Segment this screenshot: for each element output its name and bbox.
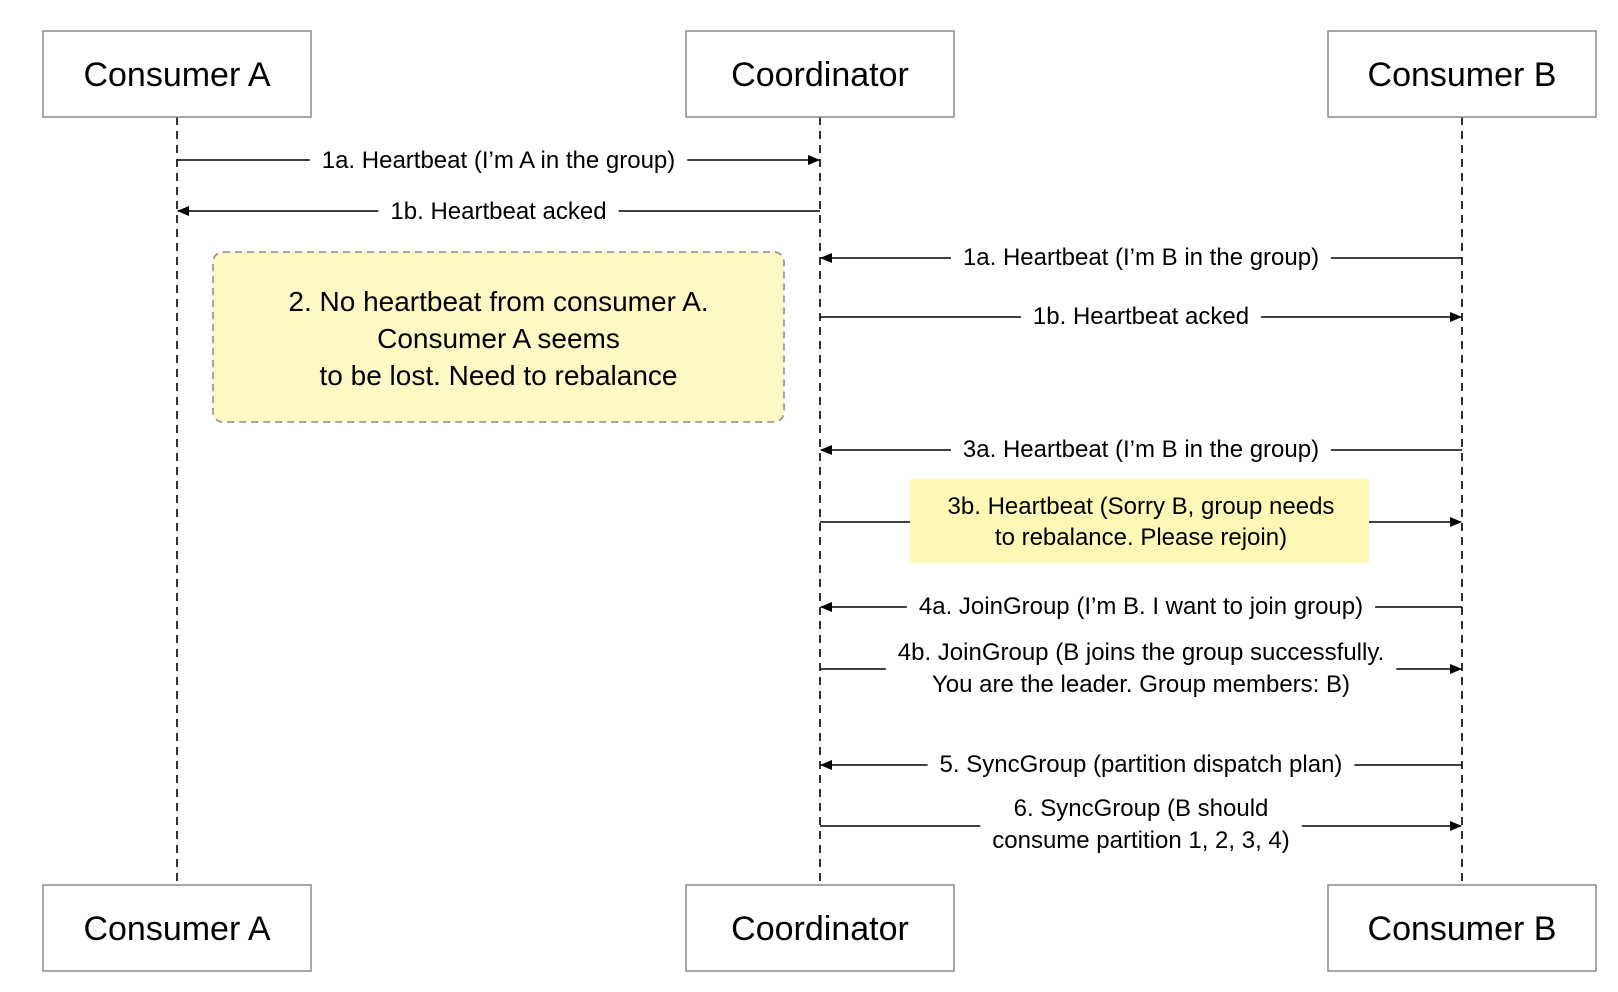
participant-bottom-a: Consumer A <box>42 884 312 972</box>
message-m9: 5. SyncGroup (partition dispatch plan) <box>820 746 1462 780</box>
message-label: 1a. Heartbeat (I’m A in the group) <box>322 147 676 174</box>
participant-top-b: Consumer B <box>1327 30 1597 118</box>
message-m4: 1b. Heartbeat acked <box>820 298 1462 332</box>
message-label: consume partition 1, 2, 3, 4) <box>992 827 1290 854</box>
message-label: 3b. Heartbeat (Sorry B, group needs <box>948 493 1335 520</box>
message-m5: 3a. Heartbeat (I’m B in the group) <box>820 431 1462 465</box>
participant-box <box>685 884 955 972</box>
message-label: 6. SyncGroup (B should <box>1014 795 1269 822</box>
participant-label: Consumer B <box>1368 910 1557 948</box>
message-m2: 1b. Heartbeat acked <box>177 193 820 227</box>
message-m1: 1a. Heartbeat (I’m A in the group) <box>177 142 820 176</box>
message-label-bg <box>980 790 1302 856</box>
lifelines <box>176 117 1463 885</box>
rebalance-note: 2. No heartbeat from consumer A. Consumer… <box>212 251 785 423</box>
participant-label: Consumer A <box>83 56 270 94</box>
note-layer: 2. No heartbeat from consumer A. Consumer… <box>212 251 785 423</box>
message-label-bg <box>378 193 619 227</box>
participant-box <box>42 30 312 118</box>
message-label: You are the leader. Group members: B) <box>932 671 1350 698</box>
message-label: 4a. JoinGroup (I’m B. I want to join gro… <box>919 593 1363 620</box>
message-label-bg <box>927 746 1355 780</box>
message-label-bg <box>950 431 1332 465</box>
message-label-bg <box>1020 298 1262 332</box>
messages: 1a. Heartbeat (I’m A in the group) 1b. He… <box>177 142 1462 856</box>
message-label: 3a. Heartbeat (I’m B in the group) <box>963 436 1319 463</box>
message-label: 4b. JoinGroup (B joins the group success… <box>898 639 1384 666</box>
message-m7: 4a. JoinGroup (I’m B. I want to join gro… <box>820 588 1462 622</box>
participant-top-a: Consumer A <box>42 30 312 118</box>
participant-bottom-c: Coordinator <box>685 884 955 972</box>
participant-bottom-b: Consumer B <box>1327 884 1597 972</box>
note-box <box>212 251 785 423</box>
note-line: Consumer A seems <box>377 323 620 354</box>
participant-label: Coordinator <box>731 910 909 948</box>
message-highlight <box>910 479 1369 563</box>
message-label-bg <box>906 588 1376 622</box>
note-line: to be lost. Need to rebalance <box>319 360 677 391</box>
message-m10: 6. SyncGroup (B should consume partition … <box>820 790 1462 856</box>
message-label-bg <box>950 239 1332 273</box>
message-m6: 3b. Heartbeat (Sorry B, group needs to re… <box>820 479 1462 563</box>
message-m8: 4b. JoinGroup (B joins the group success… <box>820 634 1462 700</box>
message-label: to rebalance. Please rejoin) <box>995 524 1287 551</box>
message-label-bg <box>885 634 1397 700</box>
message-m3: 1a. Heartbeat (I’m B in the group) <box>820 239 1462 273</box>
message-label: 1b. Heartbeat acked <box>390 198 606 225</box>
message-label: 1a. Heartbeat (I’m B in the group) <box>963 244 1319 271</box>
participant-label: Consumer B <box>1368 56 1557 94</box>
note-line: 2. No heartbeat from consumer A. <box>288 286 708 317</box>
participant-box <box>1327 30 1597 118</box>
participant-box <box>685 30 955 118</box>
participant-label: Consumer A <box>83 910 270 948</box>
participant-box <box>1327 884 1597 972</box>
participant-top-c: Coordinator <box>685 30 955 118</box>
message-label: 1b. Heartbeat acked <box>1033 303 1249 330</box>
message-label-bg <box>309 142 688 176</box>
participant-label: Coordinator <box>731 56 909 94</box>
participant-box <box>42 884 312 972</box>
message-label: 5. SyncGroup (partition dispatch plan) <box>940 751 1343 778</box>
